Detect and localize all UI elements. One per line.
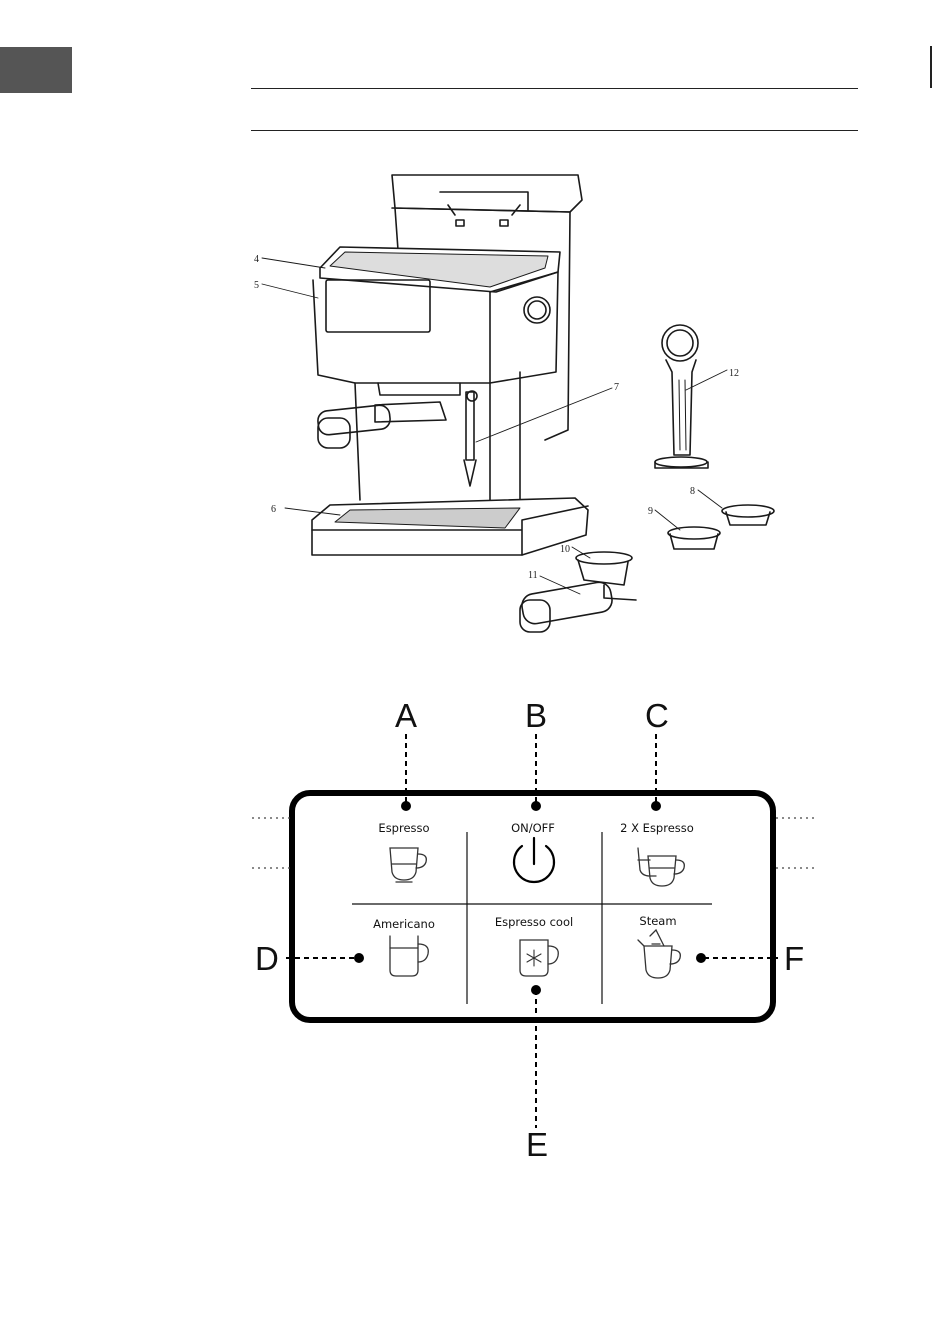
pointer-f: F (784, 940, 804, 977)
espresso-machine-figure: 4 5 6 7 8 9 10 11 12 (0, 0, 933, 700)
americano-button-label: Americano (373, 917, 435, 931)
callout-9: 9 (648, 506, 653, 517)
callout-4: 4 (254, 254, 259, 265)
callout-7: 7 (614, 382, 619, 393)
steam-jug-icon (638, 930, 680, 978)
power-icon (514, 838, 554, 882)
espresso-cool-button-label: Espresso cool (495, 915, 573, 929)
callout-5: 5 (254, 280, 259, 291)
callout-11: 11 (528, 570, 538, 581)
pointer-e: E (526, 1126, 548, 1163)
snowflake-mug-icon (520, 940, 558, 976)
pointer-a: A (395, 697, 417, 734)
double-espresso-icon (638, 848, 684, 886)
callout-6: 6 (271, 504, 276, 515)
espresso-button-label: Espresso (378, 821, 429, 835)
pointer-b: B (525, 697, 547, 734)
control-panel-figure: A B C D E F Espresso ON/OFF 2 X Espresso… (0, 690, 933, 1170)
pointer-c: C (645, 697, 669, 734)
double-espresso-button-label: 2 X Espresso (620, 821, 694, 835)
onoff-button-label: ON/OFF (511, 821, 555, 835)
steam-button-label: Steam (639, 914, 676, 928)
callout-12: 12 (729, 368, 739, 379)
americano-mug-icon (390, 936, 428, 976)
callout-10: 10 (560, 544, 570, 555)
espresso-cup-icon (390, 848, 426, 882)
pointer-d: D (255, 940, 279, 977)
callout-8: 8 (690, 486, 695, 497)
